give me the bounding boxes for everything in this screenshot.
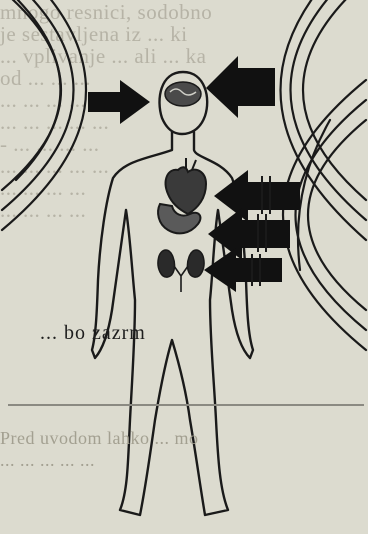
figure-caption: ... bo zazrm [40,322,146,345]
brain-icon [165,82,201,106]
arrow-to-stomach-icon [208,208,290,260]
kidneys-icon [158,250,204,292]
arrow-right-to-head-icon [206,56,275,118]
right-wave-arcs [281,0,367,350]
bleed-through-bottom-line-2: ... ... ... ... ... [0,450,368,471]
arrow-to-kidneys-icon [204,248,282,292]
arrow-left-to-head-icon [88,80,150,124]
divider-rule [8,404,364,406]
bleed-through-bottom-line-1: Pred uvodom lahko ... mo [0,428,368,449]
left-wave-arcs [2,0,86,230]
